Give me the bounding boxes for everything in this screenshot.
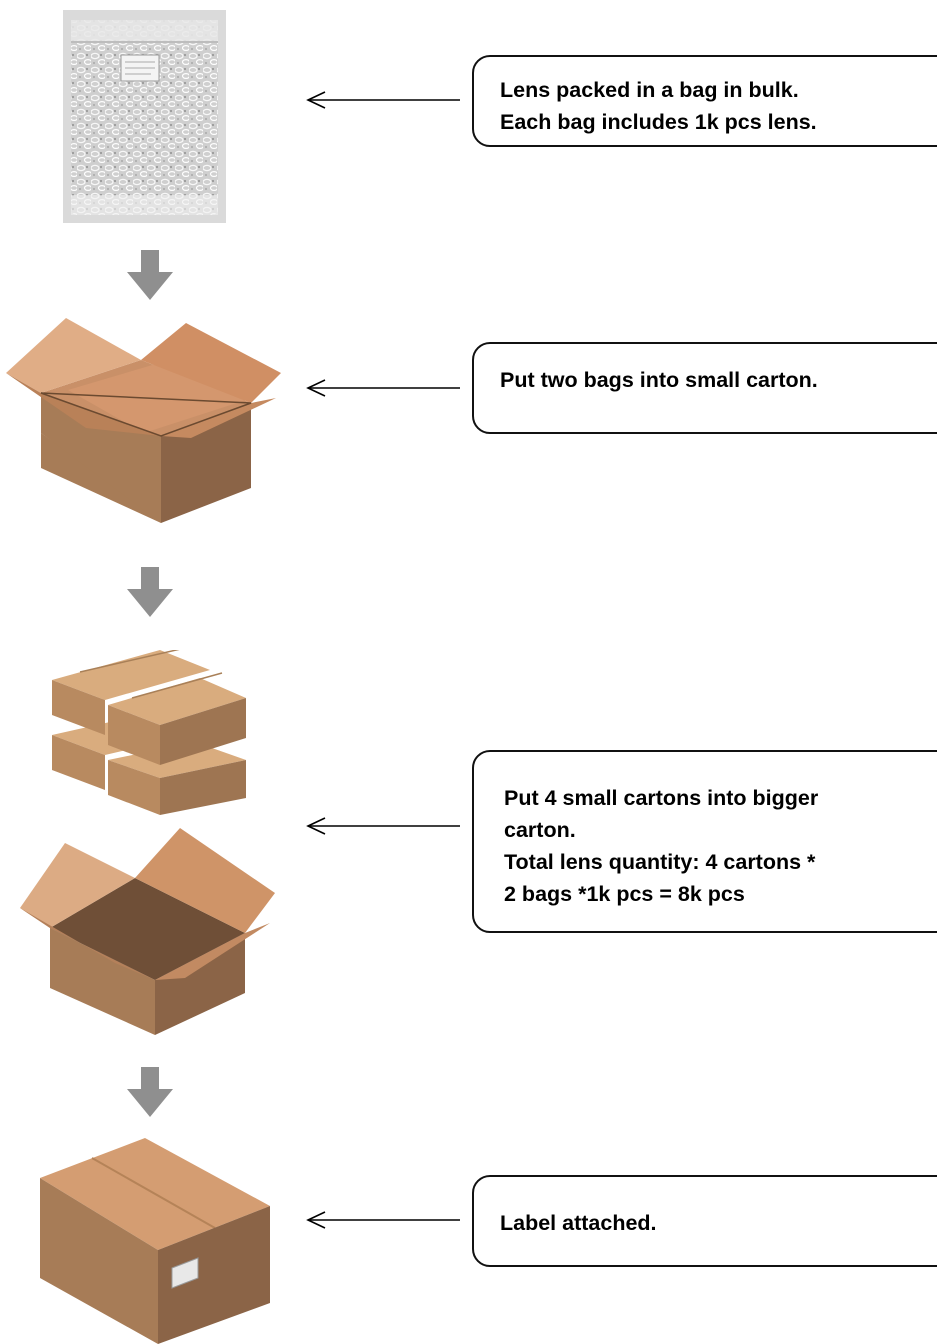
step-3-line-4: 2 bags *1k pcs = 8k pcs	[504, 882, 745, 906]
step-3-callout: Put 4 small cartons into bigger carton. …	[472, 750, 937, 933]
step-4-line-1: Label attached.	[500, 1211, 657, 1235]
down-arrow-icon	[127, 567, 173, 617]
down-arrow-icon	[127, 1067, 173, 1117]
left-arrow-icon	[306, 1211, 460, 1229]
left-arrow-icon	[306, 817, 460, 835]
lens-bag-image	[63, 10, 226, 223]
step-2-line-1: Put two bags into small carton.	[500, 368, 818, 392]
down-arrow-icon	[127, 250, 173, 300]
left-arrow-icon	[306, 91, 460, 109]
open-carton-image	[6, 318, 281, 523]
step-1-line-2: Each bag includes 1k pcs lens.	[500, 110, 817, 134]
step-3-line-3: Total lens quantity: 4 cartons *	[504, 850, 816, 874]
step-2-callout: Put two bags into small carton.	[472, 342, 937, 434]
step-1-callout: Lens packed in a bag in bulk. Each bag i…	[472, 55, 937, 147]
open-bigger-carton-image	[20, 828, 275, 1035]
step-1-line-1: Lens packed in a bag in bulk.	[500, 78, 799, 102]
closed-labeled-carton-image	[40, 1138, 270, 1344]
step-3-line-2: carton.	[504, 818, 576, 842]
left-arrow-icon	[306, 379, 460, 397]
step-3-line-1: Put 4 small cartons into bigger	[504, 786, 819, 810]
step-4-callout: Label attached.	[472, 1175, 937, 1267]
four-small-cartons-image	[52, 650, 246, 815]
